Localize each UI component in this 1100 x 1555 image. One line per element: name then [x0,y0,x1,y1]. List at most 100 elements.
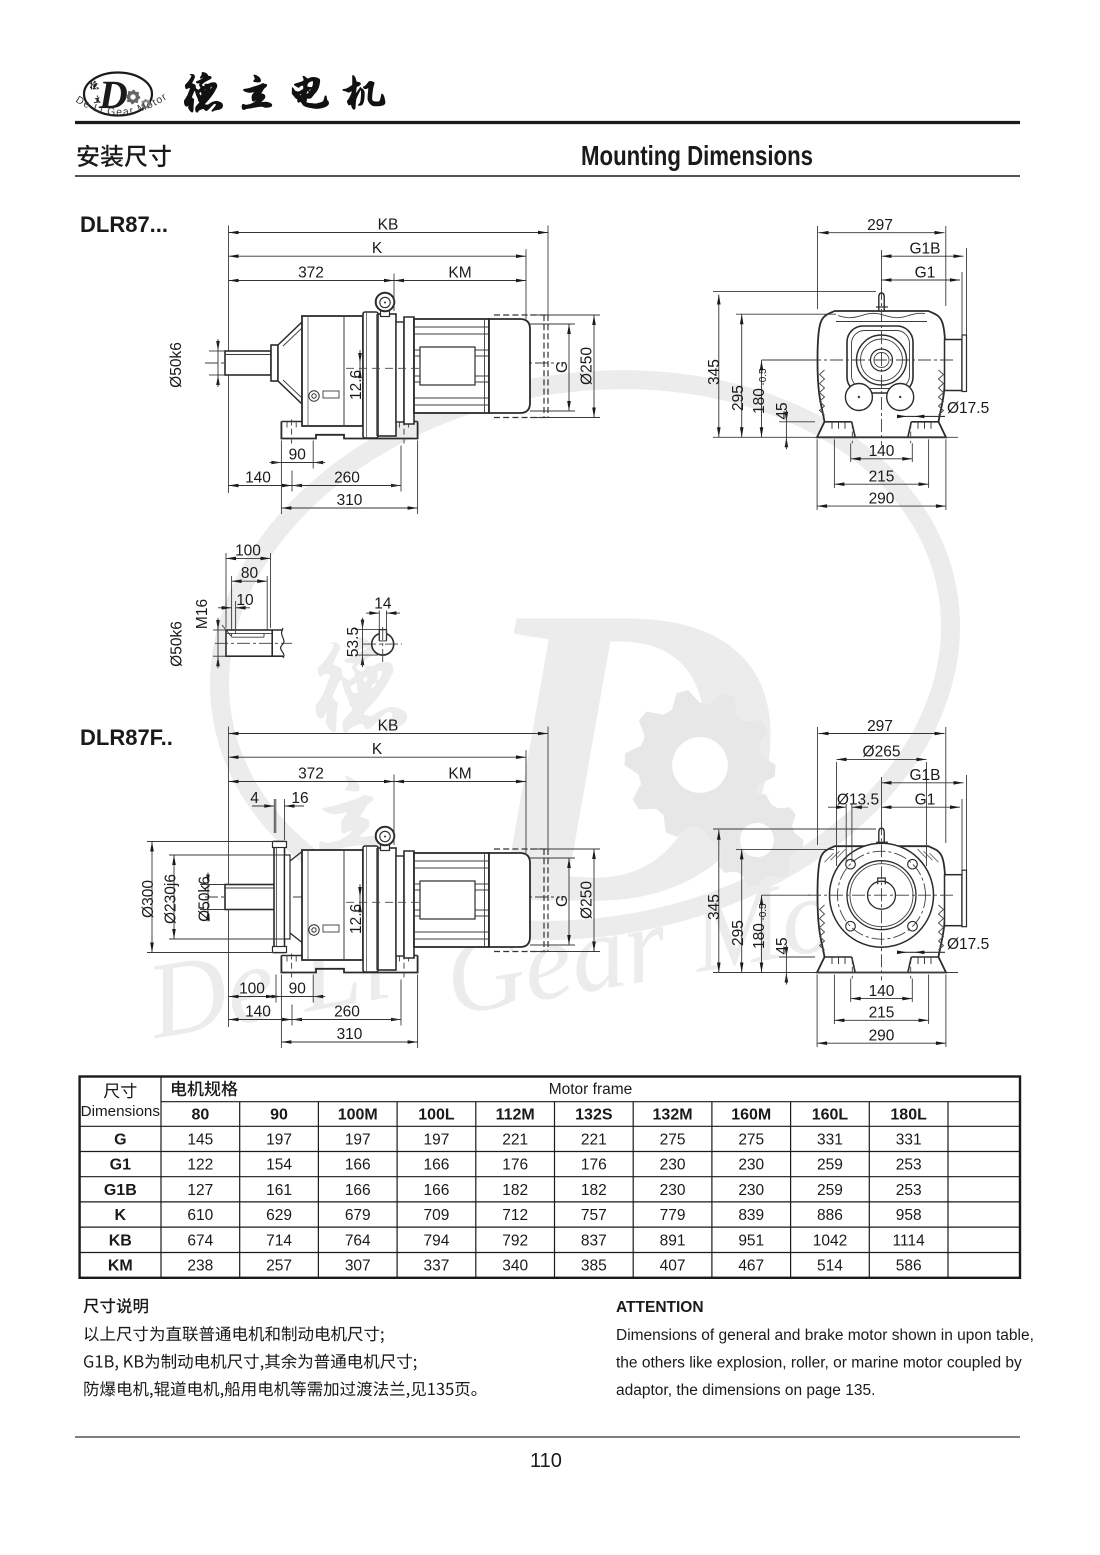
svg-text:Ø17.5: Ø17.5 [947,936,989,953]
svg-text:132M: 132M [653,1107,693,1124]
svg-text:514: 514 [817,1258,843,1275]
svg-text:KB: KB [109,1232,132,1249]
svg-text:4: 4 [250,790,259,807]
svg-text:215: 215 [869,1005,895,1022]
svg-text:140: 140 [869,443,895,460]
svg-text:253: 253 [896,1157,922,1174]
svg-text:197: 197 [345,1131,371,1148]
svg-text:Ø265: Ø265 [863,744,901,761]
svg-text:80: 80 [191,1107,209,1124]
svg-text:100L: 100L [418,1107,455,1124]
svg-text:G1: G1 [915,265,936,282]
svg-text:161: 161 [266,1182,292,1199]
svg-text:779: 779 [660,1207,686,1224]
svg-text:110: 110 [530,1450,562,1472]
svg-text:140: 140 [869,983,895,1000]
svg-text:K: K [372,240,383,257]
svg-text:the others like explosion, rol: the others like explosion, roller, or ma… [616,1355,1022,1372]
svg-text:166: 166 [424,1157,450,1174]
svg-text:257: 257 [266,1258,292,1275]
svg-text:adaptor, the dimensions on pag: adaptor, the dimensions on page 135. [616,1382,875,1399]
svg-text:221: 221 [581,1131,607,1148]
svg-text:385: 385 [581,1258,607,1275]
svg-text:794: 794 [424,1232,450,1249]
svg-text:154: 154 [266,1157,292,1174]
svg-text:145: 145 [187,1131,213,1148]
svg-text:166: 166 [345,1182,371,1199]
svg-text:Dimensions: Dimensions [81,1103,161,1120]
svg-text:297: 297 [867,718,893,735]
svg-text:100M: 100M [338,1107,378,1124]
svg-text:197: 197 [424,1131,450,1148]
svg-text:215: 215 [869,469,895,486]
svg-text:10: 10 [236,592,254,609]
svg-text:610: 610 [187,1207,213,1224]
svg-text:-0.5: -0.5 [758,903,769,921]
svg-text:100: 100 [235,543,261,560]
svg-text:KM: KM [448,766,471,783]
svg-text:295: 295 [730,920,747,946]
svg-text:G: G [554,895,571,907]
svg-text:G1B: G1B [909,767,940,784]
svg-text:Ø50k6: Ø50k6 [197,876,214,922]
svg-text:259: 259 [817,1157,843,1174]
svg-text:53.5: 53.5 [345,627,362,657]
svg-text:1114: 1114 [893,1232,926,1249]
svg-text:Ø13.5: Ø13.5 [837,792,879,809]
svg-text:Ø50k6: Ø50k6 [168,342,185,388]
svg-text:259: 259 [817,1182,843,1199]
svg-text:DLR87F..: DLR87F.. [80,725,173,750]
svg-text:340: 340 [502,1258,528,1275]
svg-text:140: 140 [245,1004,271,1021]
svg-text:407: 407 [660,1258,686,1275]
svg-text:337: 337 [424,1258,450,1275]
svg-text:90: 90 [289,447,307,464]
svg-text:709: 709 [424,1207,450,1224]
svg-text:180L: 180L [890,1107,927,1124]
svg-text:Ø300: Ø300 [140,880,157,918]
svg-text:230: 230 [738,1182,764,1199]
svg-text:1042: 1042 [813,1232,847,1249]
svg-text:K: K [372,741,383,758]
svg-text:-0.5: -0.5 [758,368,769,386]
svg-text:14: 14 [374,596,392,613]
svg-text:DLR87...: DLR87... [80,212,168,237]
svg-text:260: 260 [334,470,360,487]
svg-text:230: 230 [738,1157,764,1174]
svg-text:Mounting Dimensions: Mounting Dimensions [581,140,813,171]
svg-text:674: 674 [187,1232,213,1249]
svg-text:ATTENTION: ATTENTION [616,1299,704,1316]
svg-text:G: G [114,1131,126,1148]
svg-text:182: 182 [581,1182,607,1199]
svg-text:197: 197 [266,1131,292,1148]
svg-text:90: 90 [289,981,307,998]
svg-text:16: 16 [291,790,308,807]
svg-text:122: 122 [187,1157,213,1174]
svg-text:176: 176 [502,1157,528,1174]
svg-text:166: 166 [424,1182,450,1199]
svg-text:KM: KM [448,265,471,282]
svg-text:160M: 160M [731,1107,771,1124]
svg-text:275: 275 [660,1131,686,1148]
svg-text:958: 958 [896,1207,922,1224]
svg-text:112M: 112M [496,1107,535,1124]
svg-text:467: 467 [738,1258,764,1275]
svg-text:G1: G1 [915,792,936,809]
svg-text:290: 290 [869,491,895,508]
svg-text:M16: M16 [194,599,211,629]
svg-text:839: 839 [738,1207,764,1224]
svg-text:180: 180 [751,388,768,414]
svg-text:230: 230 [660,1182,686,1199]
svg-text:12.6: 12.6 [348,370,365,400]
svg-text:837: 837 [581,1232,607,1249]
svg-text:45: 45 [774,937,791,954]
svg-text:Ø250: Ø250 [579,881,596,919]
svg-text:Ø17.5: Ø17.5 [947,400,989,417]
svg-text:372: 372 [298,265,324,282]
svg-text:90: 90 [270,1107,288,1124]
svg-text:629: 629 [266,1207,292,1224]
svg-text:G1B: G1B [909,241,940,258]
svg-text:764: 764 [345,1232,371,1249]
svg-text:297: 297 [867,217,893,234]
svg-text:331: 331 [896,1131,922,1148]
